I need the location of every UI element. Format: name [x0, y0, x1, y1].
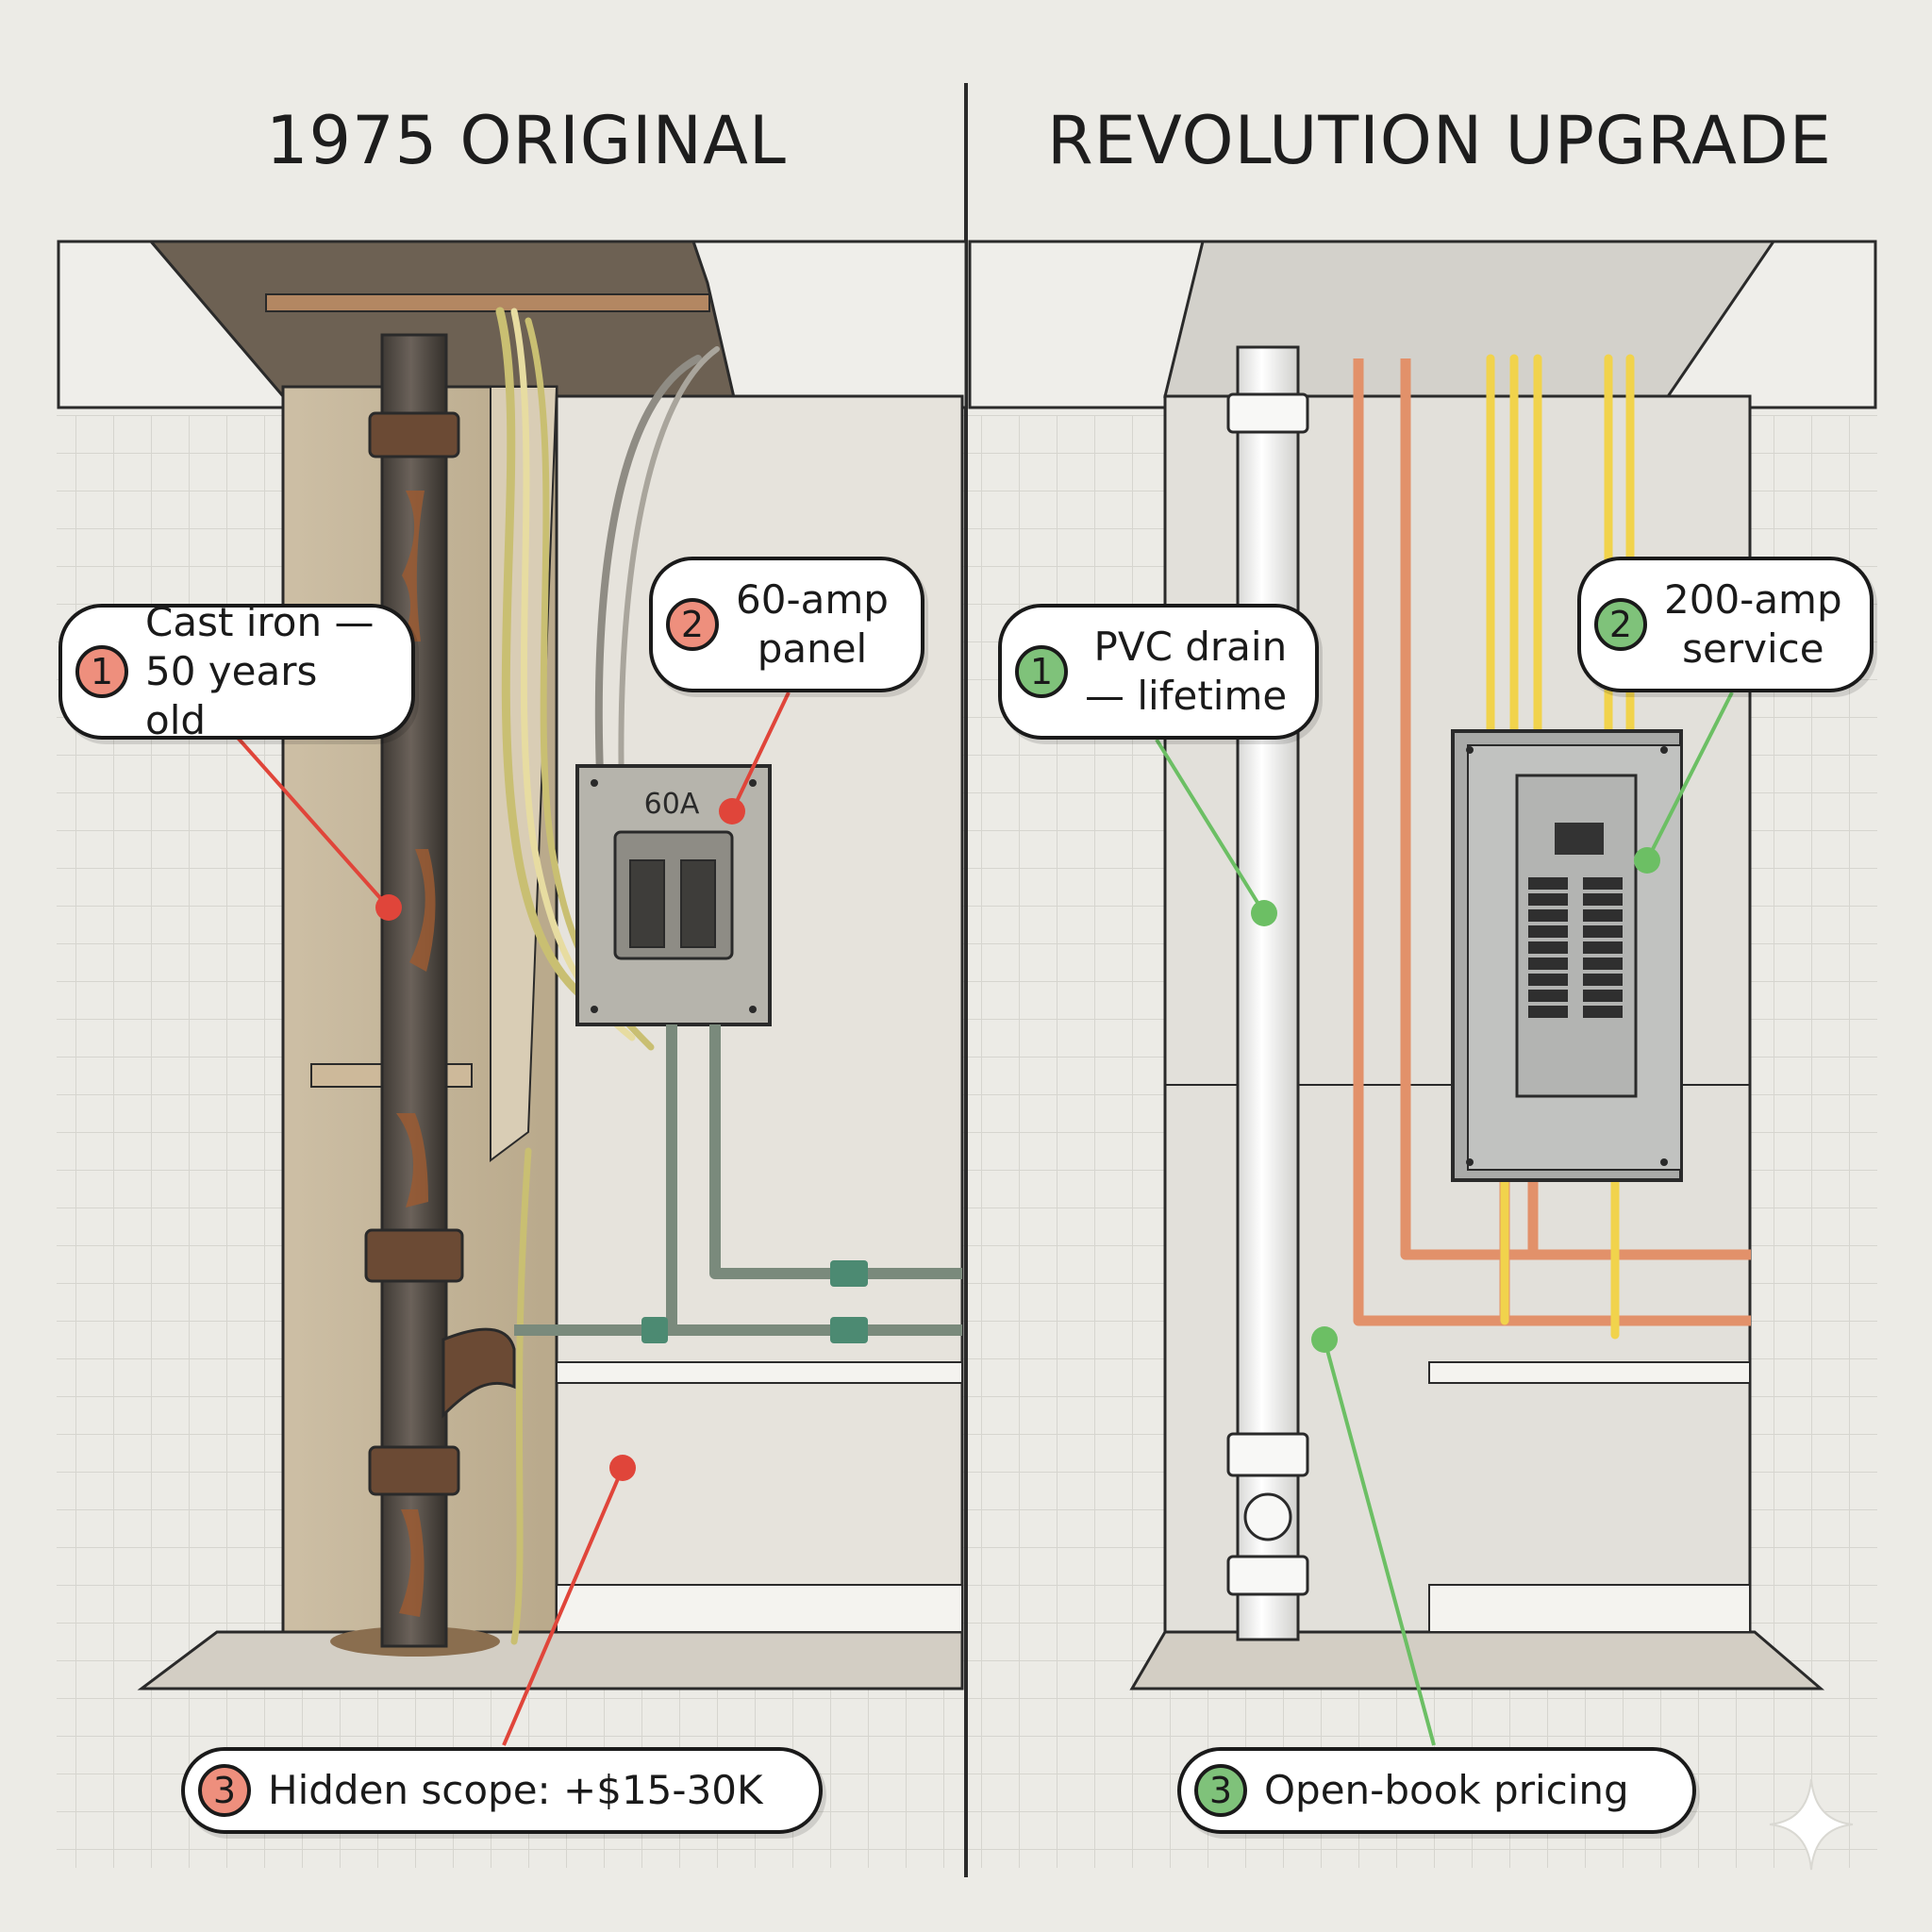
old-breaker-right — [680, 859, 716, 948]
callout-cast-iron: 1 Cast iron — 50 years old — [58, 599, 415, 743]
left-floor — [137, 1630, 964, 1690]
breaker-switch — [1528, 1006, 1568, 1018]
breaker-switch — [1528, 877, 1568, 890]
pvc-coupling-base — [1226, 1555, 1309, 1596]
cast-iron-hub-mid — [364, 1228, 464, 1283]
pvc-cleanout — [1243, 1492, 1292, 1541]
left-wainscot-rail — [556, 1361, 963, 1384]
callout-hidden-scope: 3 Hidden scope: +$15-30K — [181, 1747, 823, 1834]
breaker-switch — [1528, 941, 1568, 954]
callout-number-badge: 1 — [75, 645, 128, 698]
breaker-switch — [1583, 893, 1623, 906]
cast-iron-hub-low — [368, 1445, 460, 1496]
right-floor — [1129, 1630, 1825, 1690]
rust-patches — [396, 491, 436, 1617]
leader-open-book — [1323, 1339, 1436, 1746]
dot-60-amp — [719, 798, 745, 824]
callout-text: Open-book pricing — [1264, 1767, 1629, 1813]
breaker-switch — [1583, 909, 1623, 922]
left-joist-cavity — [147, 240, 738, 408]
callout-text: Cast iron — 50 years old — [145, 599, 375, 743]
dot-200-amp — [1634, 847, 1660, 874]
left-baseboard — [556, 1584, 963, 1633]
leader-pvc — [1155, 738, 1266, 915]
heading-left: 1975 ORIGINAL — [266, 102, 787, 179]
pvc-coupling-top — [1226, 392, 1309, 434]
breaker-switch — [1528, 925, 1568, 938]
breaker-switch — [1583, 1006, 1623, 1018]
callout-text: 200-amp service — [1664, 576, 1842, 672]
right-wainscot-rail — [1428, 1361, 1751, 1384]
dot-pvc — [1251, 900, 1277, 926]
old-wiring — [495, 307, 720, 1645]
new-panel-breakers — [1528, 877, 1623, 1018]
pvc-drain-pipe — [1236, 345, 1300, 1641]
breaker-switch — [1583, 990, 1623, 1002]
callout-text: PVC drain — lifetime — [1085, 624, 1288, 719]
cast-iron-hub-top — [368, 411, 460, 458]
leader-dots — [375, 798, 1660, 1481]
breaker-switch — [1528, 974, 1568, 986]
callout-pvc-drain: 1 PVC drain — lifetime — [998, 604, 1319, 740]
breaker-switch — [1528, 990, 1568, 1002]
callout-text: Hidden scope: +$15-30K — [268, 1767, 763, 1813]
leader-cast-iron — [236, 736, 391, 909]
callout-200-amp-service: 2 200-amp service — [1577, 557, 1874, 692]
breaker-switch — [1528, 909, 1568, 922]
breaker-switch — [1528, 958, 1568, 970]
leader-hidden-scope — [502, 1467, 625, 1746]
breaker-switch — [1583, 941, 1623, 954]
old-breaker-left — [629, 859, 665, 948]
callout-number-badge: 1 — [1015, 645, 1068, 698]
cast-iron-wye — [441, 1327, 516, 1419]
leader-60-amp — [730, 691, 791, 812]
heading-right: REVOLUTION UPGRADE — [1047, 102, 1832, 179]
leader-200-amp — [1645, 691, 1734, 861]
callout-open-book-pricing: 3 Open-book pricing — [1177, 1747, 1696, 1834]
callout-number-badge: 2 — [1594, 598, 1647, 651]
callout-text: 60-amp panel — [736, 576, 889, 672]
callout-number-badge: 3 — [198, 1764, 251, 1817]
callout-number-badge: 3 — [1194, 1764, 1247, 1817]
new-panel-main-breaker — [1555, 823, 1604, 855]
dot-open-book — [1311, 1326, 1338, 1353]
breaker-switch — [1528, 893, 1568, 906]
sparkle-icon — [1769, 1778, 1854, 1871]
left-joist-beam — [265, 293, 710, 312]
old-valves — [641, 1260, 868, 1343]
pvc-coupling-low — [1226, 1432, 1309, 1477]
breaker-switch — [1583, 877, 1623, 890]
leader-lines — [236, 691, 1734, 1746]
callout-number-badge: 2 — [666, 598, 719, 651]
old-panel-label: 60A — [644, 788, 700, 821]
breaker-switch — [1583, 958, 1623, 970]
breaker-switch — [1583, 925, 1623, 938]
right-baseboard — [1428, 1584, 1751, 1633]
dot-hidden-scope — [609, 1455, 636, 1481]
dot-cast-iron — [375, 894, 402, 921]
callout-60-amp-panel: 2 60-amp panel — [649, 557, 924, 692]
breaker-switch — [1583, 974, 1623, 986]
